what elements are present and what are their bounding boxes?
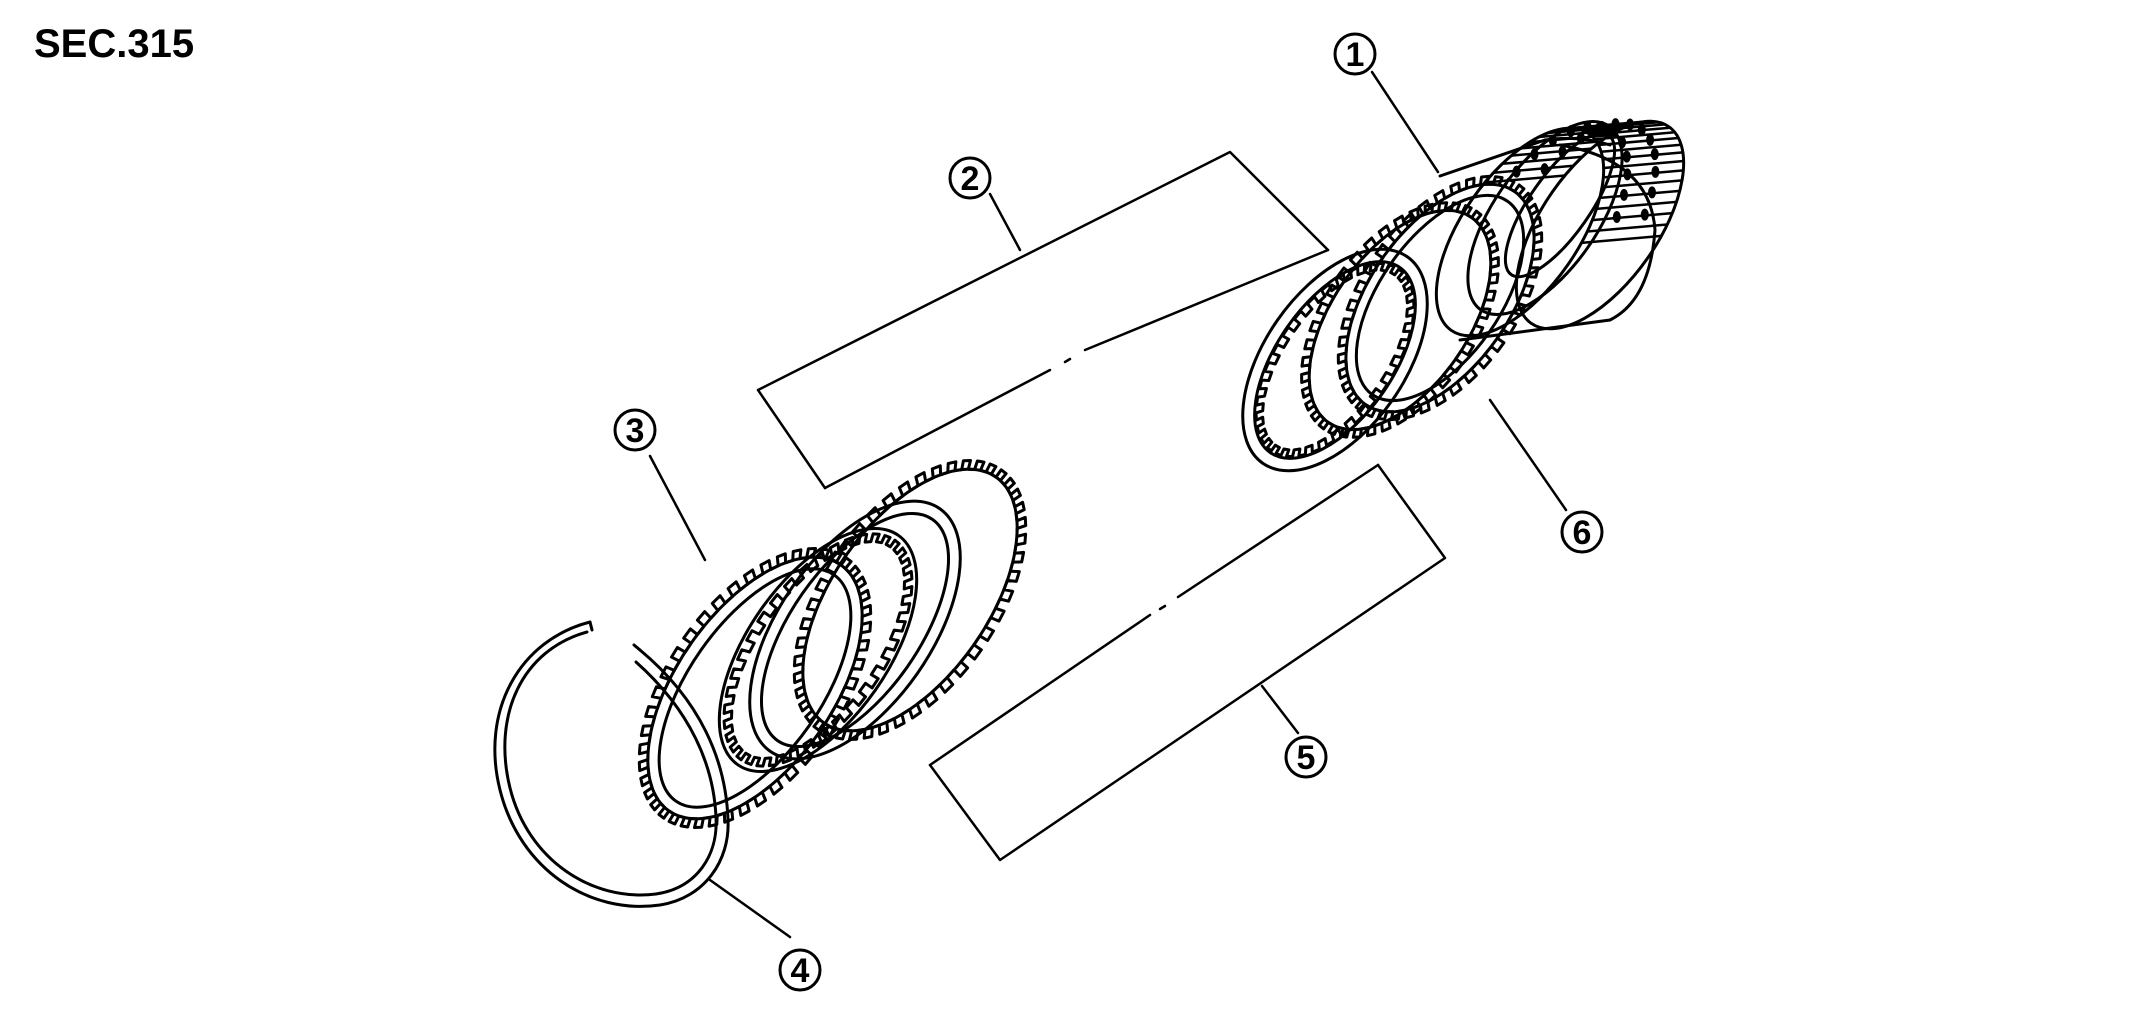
svg-text:5: 5	[1297, 739, 1316, 777]
drum-spline	[1601, 151, 1685, 161]
plate-teeth	[1300, 201, 1500, 439]
drum-hole	[1648, 186, 1656, 199]
plate-teeth	[1254, 261, 1416, 459]
drum-hole	[1651, 165, 1660, 178]
drum-spline	[1580, 234, 1663, 245]
drum-spline	[1588, 126, 1672, 136]
drum-hole	[1598, 121, 1606, 133]
svg-text:6: 6	[1573, 514, 1592, 552]
retaining-plate-6	[1336, 174, 1544, 422]
clutch-drum	[1434, 118, 1686, 342]
drum-hole	[1612, 211, 1621, 223]
drum-spline	[1519, 140, 1602, 150]
callout-4: 4	[778, 948, 822, 992]
drum-spline	[1492, 164, 1575, 175]
plate-teeth	[637, 547, 873, 829]
drum-spline	[1528, 133, 1611, 144]
bracket-2	[756, 150, 1330, 490]
callout-5: 5	[1284, 735, 1328, 779]
drum-hole	[1530, 148, 1539, 161]
drum-hole	[1512, 165, 1521, 178]
section-code: SEC.315	[34, 22, 195, 66]
drum-spline	[1600, 179, 1684, 189]
clutch-plates-left	[717, 459, 1028, 774]
svg-text:2: 2	[961, 160, 980, 198]
drum-hole	[1622, 150, 1631, 163]
svg-text:4: 4	[791, 952, 810, 990]
drum-hole	[1583, 120, 1592, 133]
drum-hole	[1620, 188, 1628, 201]
drum-hole	[1566, 125, 1575, 138]
drum-spline	[1598, 189, 1682, 200]
drum-hole	[1626, 118, 1634, 131]
drum-hole	[1650, 148, 1659, 161]
drum-hole	[1558, 145, 1567, 158]
svg-text:1: 1	[1346, 36, 1365, 74]
clutch-plates-right	[1241, 201, 1500, 473]
drum-hole	[1640, 208, 1649, 221]
drum-spline	[1501, 155, 1584, 166]
drum-hole	[1609, 126, 1618, 139]
drum-spline	[1483, 174, 1567, 184]
drum-hole	[1548, 134, 1557, 147]
drum-hole	[1540, 163, 1549, 176]
drum-spline	[1602, 169, 1685, 179]
callout-2: 2	[948, 156, 992, 200]
centre-axis	[823, 248, 1380, 767]
snap-ring	[493, 620, 730, 908]
drum-hole	[1618, 136, 1627, 149]
drum-spline	[1510, 147, 1593, 157]
drum-spline	[1599, 143, 1683, 153]
drum-spline	[1593, 131, 1677, 141]
drum-spline	[1586, 223, 1669, 233]
drum-spline	[1595, 200, 1678, 211]
callout-3: 3	[613, 408, 657, 452]
callout-1: 1	[1333, 32, 1377, 76]
drum-hole	[1623, 168, 1632, 181]
drum-spline	[1602, 159, 1685, 170]
callout-6: 6	[1560, 510, 1604, 554]
svg-text:3: 3	[626, 412, 645, 450]
drum-spline	[1591, 211, 1674, 222]
bracket-5	[928, 463, 1447, 862]
leader-lines	[648, 70, 1568, 939]
drum-hole	[1637, 123, 1646, 136]
drum-hole	[1576, 132, 1585, 145]
drum-spline	[1597, 136, 1680, 147]
drum-hole	[1646, 133, 1655, 146]
retaining-plate-3	[637, 547, 873, 829]
